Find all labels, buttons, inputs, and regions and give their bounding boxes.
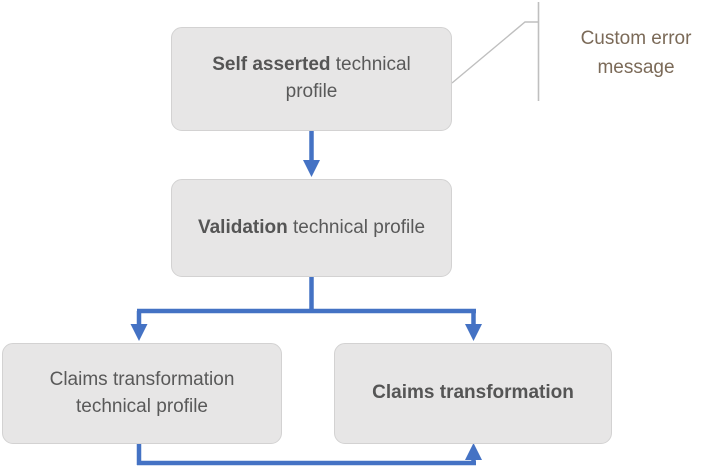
arrow-self-asserted-to-validation bbox=[303, 131, 320, 177]
arrow-claims-transformation-loop bbox=[136, 443, 482, 466]
node-label-claims-transformation-technical-profile: Claims transformation technical profile bbox=[49, 368, 235, 417]
node-label-validation-normal: technical profile bbox=[287, 216, 426, 238]
node-label-claims-transformation: Claims transformation bbox=[349, 380, 597, 407]
node-validation-technical-profile[interactable]: Validation technical profile bbox=[171, 179, 452, 277]
arrow-validation-branch bbox=[130, 277, 482, 341]
callout-line-1: Custom error bbox=[580, 28, 692, 49]
node-claims-transformation[interactable]: Claims transformation bbox=[334, 343, 612, 444]
callout-leader-line bbox=[451, 2, 540, 101]
node-label-self-asserted-bold: Self asserted bbox=[212, 54, 331, 76]
node-label-self-asserted-normal: technical profile bbox=[285, 54, 411, 102]
node-label-claims-transformation-bold: Claims transformation bbox=[372, 382, 574, 404]
node-label-validation-bold: Validation bbox=[197, 216, 288, 238]
node-label-validation: Validation technical profile bbox=[186, 215, 437, 242]
node-label-self-asserted: Self asserted technical profile bbox=[186, 52, 437, 106]
node-claims-transformation-technical-profile[interactable]: Claims transformation technical profile bbox=[2, 343, 282, 444]
callout-line-2: message bbox=[597, 57, 675, 79]
callout-custom-error-message: Custom error message bbox=[556, 24, 716, 83]
node-self-asserted-technical-profile[interactable]: Self asserted technical profile bbox=[171, 27, 452, 131]
